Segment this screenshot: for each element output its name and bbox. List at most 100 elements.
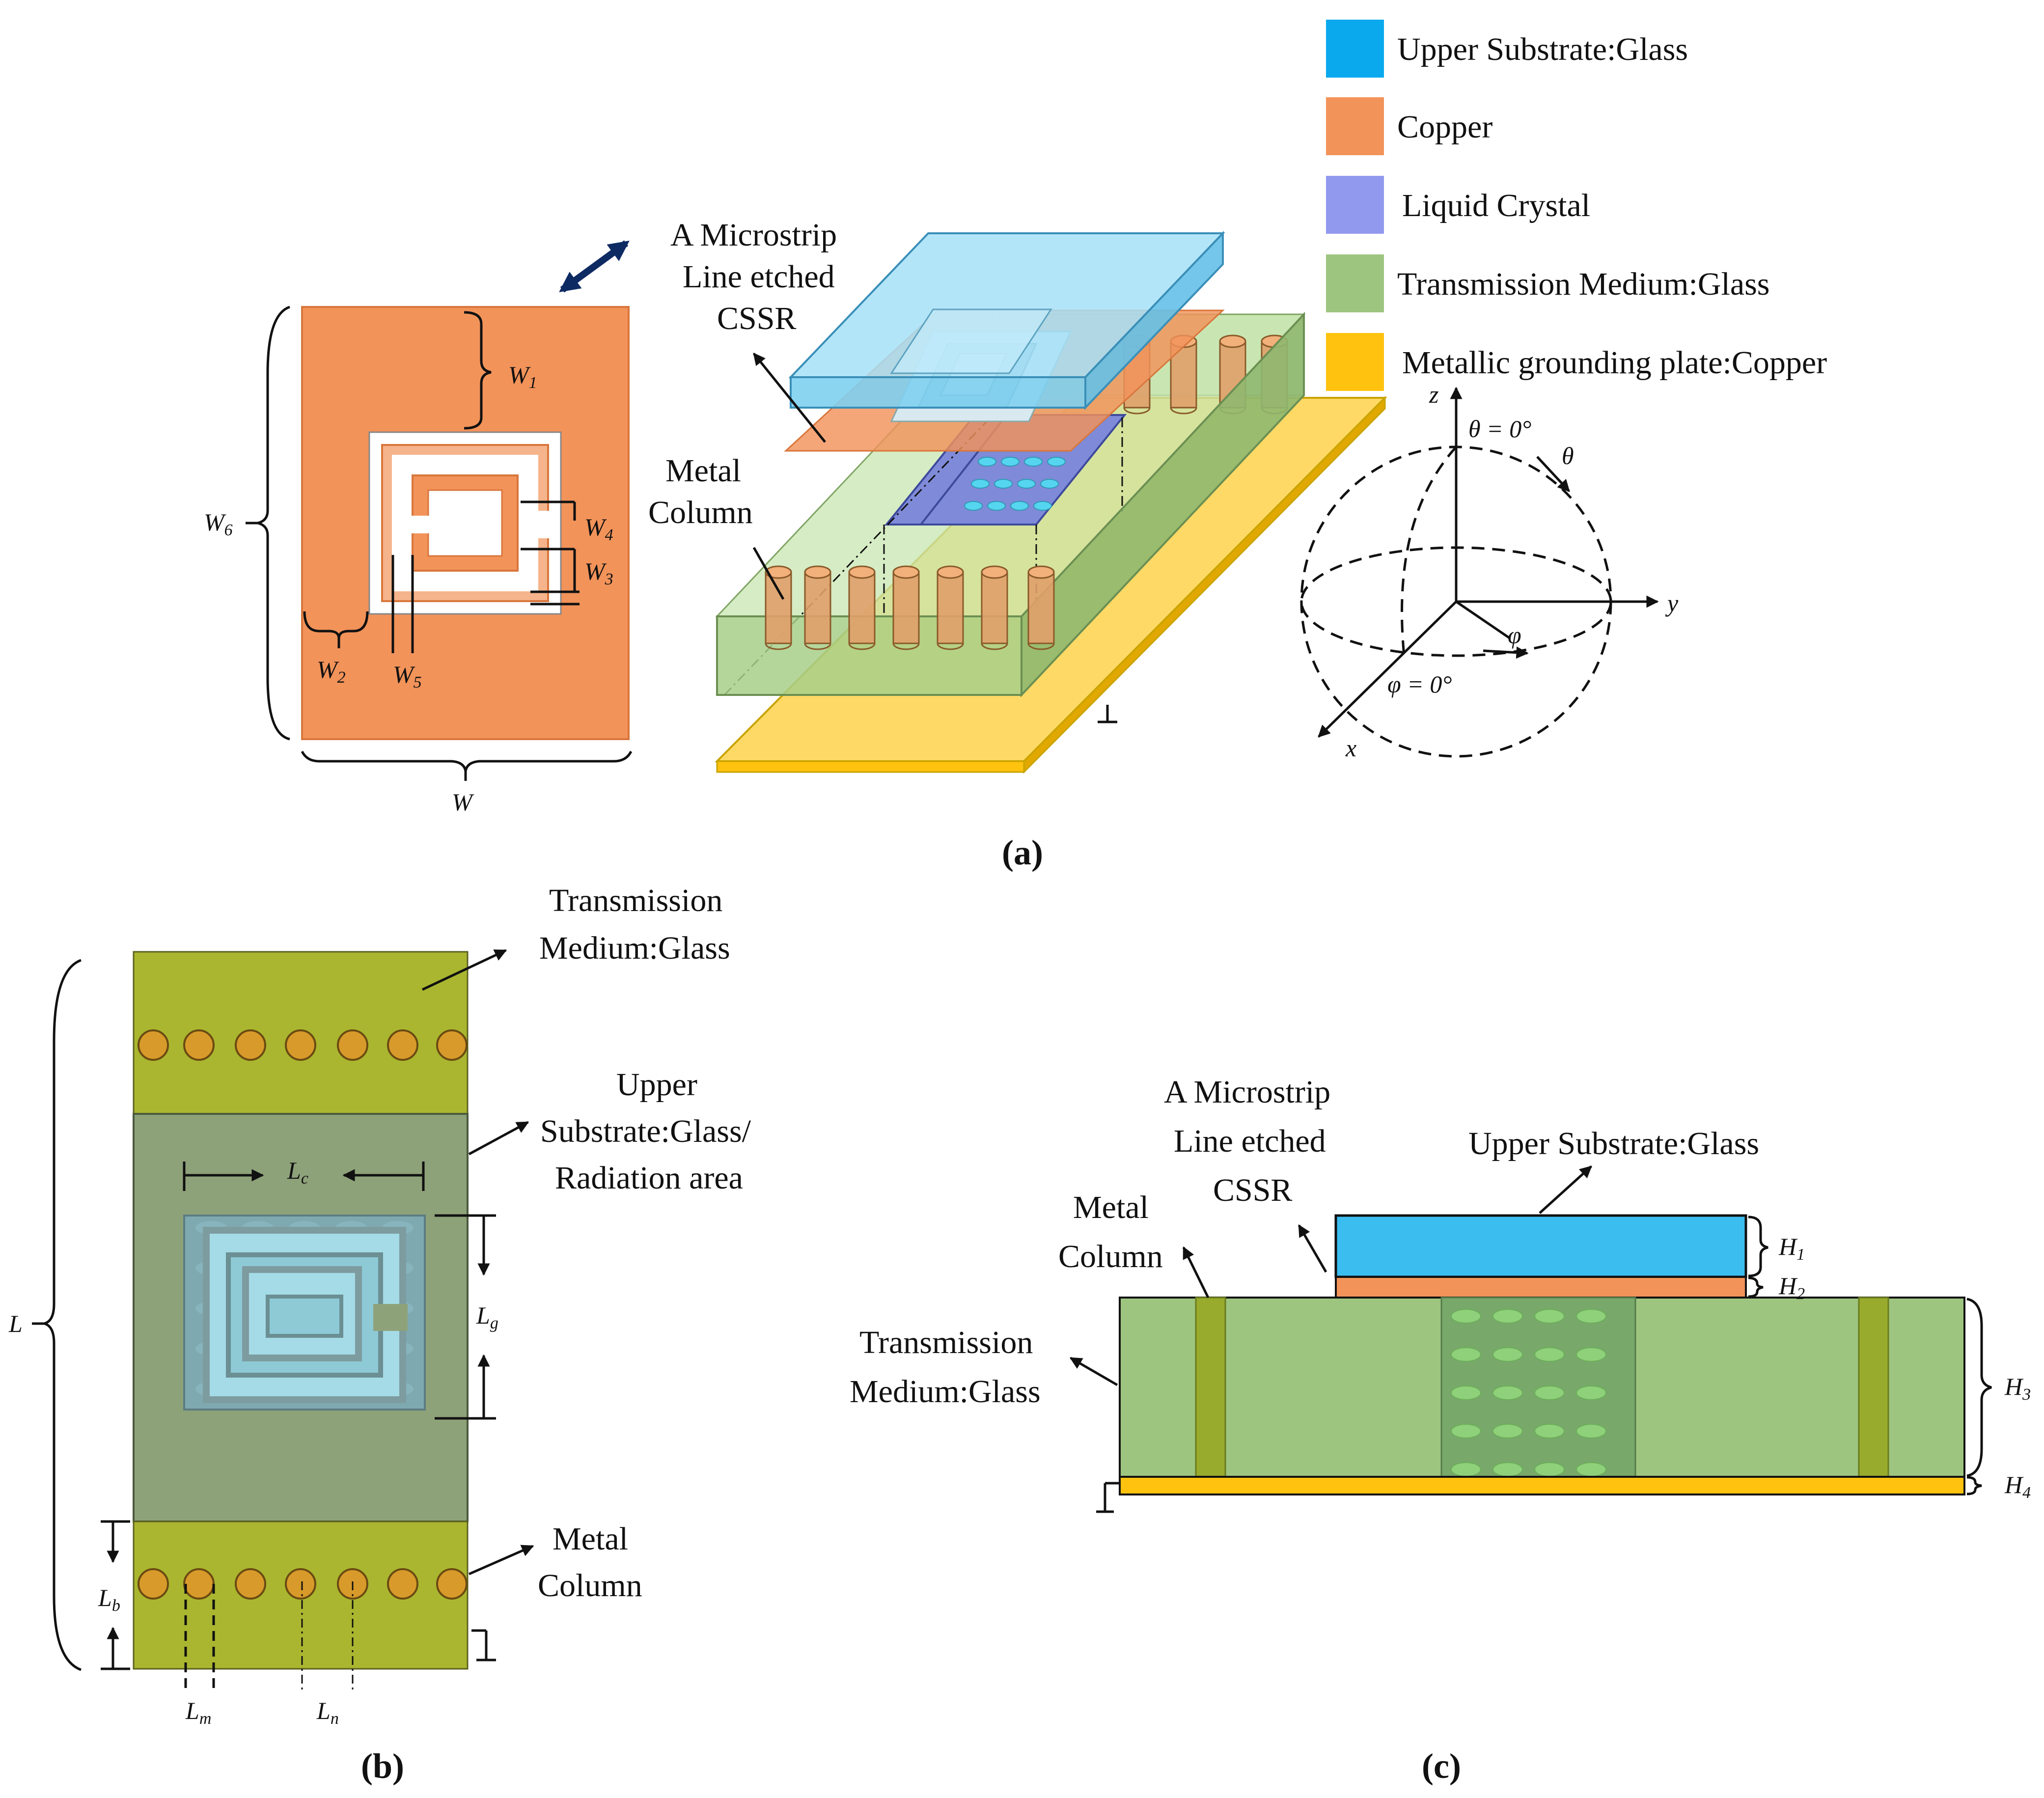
liquid-crystal-molecule (1576, 1385, 1606, 1400)
liquid-crystal-molecule (987, 501, 1006, 511)
legend-label-transmission-medium: Transmission Medium:Glass (1397, 266, 1769, 302)
metal-column-side-left (1195, 1297, 1226, 1478)
microstrip-label-c-1: A Microstrip (1164, 1074, 1330, 1110)
dim-lg: Lg (476, 1301, 498, 1332)
exploded-3d-view: A Microstrip Line etched CSSR Metal Colu… (648, 217, 1387, 774)
metal-column-bottom-row (235, 1568, 266, 1600)
metal-column-front (804, 565, 831, 650)
liquid-crystal-molecule (964, 501, 983, 511)
metal-column-top-row (235, 1029, 266, 1061)
liquid-crystal-molecule (1576, 1309, 1606, 1324)
transmission-label-c-1: Transmission (859, 1325, 1033, 1360)
liquid-crystal-molecule (1576, 1424, 1606, 1438)
panel-b-top-view: L Lc Lg Lb Lm Ln Transmission Medium:Gla… (8, 883, 751, 1728)
liquid-crystal-molecule (1451, 1347, 1481, 1362)
dim-w3: W3 (584, 557, 613, 588)
metal-column-bottom-row (285, 1568, 316, 1600)
upper-label-c: Upper Substrate:Glass (1468, 1126, 1759, 1162)
liquid-crystal-molecule (1451, 1424, 1481, 1438)
metal-column-label-b-2: Column (538, 1568, 642, 1604)
dim-w2: W2 (317, 656, 346, 687)
metal-column-front (848, 565, 876, 650)
metal-column-label-c-1: Metal (1073, 1189, 1149, 1225)
transmission-label-c-2: Medium:Glass (850, 1374, 1041, 1410)
caption-b: (b) (361, 1746, 404, 1786)
caption-a: (a) (1002, 833, 1043, 872)
liquid-crystal-molecule (994, 479, 1013, 489)
microstrip-label-c-3: CSSR (1213, 1172, 1292, 1208)
metal-column-bottom-row (436, 1568, 468, 1600)
liquid-crystal-molecule (1534, 1385, 1565, 1400)
dim-w4: W4 (584, 513, 613, 544)
phi-label: φ (1508, 621, 1521, 649)
liquid-crystal-molecule (1576, 1462, 1606, 1477)
metal-column-label-a-1: Metal (665, 453, 741, 489)
dim-h4: H4 (2004, 1471, 2031, 1502)
legend-label-liquid-crystal: Liquid Crystal (1402, 188, 1590, 223)
liquid-crystal-molecule (1492, 1424, 1523, 1438)
legend: Upper Substrate:Glass Copper Liquid Crys… (1326, 20, 1827, 391)
transmission-label-b-1: Transmission (549, 883, 722, 918)
liquid-crystal-molecule (1033, 501, 1052, 511)
liquid-crystal-molecule (1534, 1462, 1565, 1477)
transmission-label-b-2: Medium:Glass (539, 930, 730, 966)
axis-x: x (1345, 734, 1356, 762)
liquid-crystal-molecule (978, 457, 996, 467)
metal-column-label-c-2: Column (1058, 1239, 1163, 1274)
metal-column-top-row (387, 1029, 418, 1061)
liquid-crystal-molecule (1492, 1385, 1523, 1400)
phi-zero-label: φ = 0° (1387, 670, 1452, 698)
dim-w5: W5 (393, 661, 422, 692)
axis-y: y (1665, 589, 1679, 617)
metal-column-top-row (138, 1029, 169, 1061)
axis-z: z (1429, 381, 1438, 408)
metal-column-label-b-1: Metal (552, 1521, 628, 1557)
zoom-double-arrow (559, 240, 630, 293)
metal-column-top-row (285, 1029, 316, 1061)
legend-label-upper-substrate: Upper Substrate:Glass (1397, 31, 1688, 67)
legend-swatch-ground-plate (1326, 333, 1384, 391)
metal-column-top-row (436, 1029, 468, 1061)
microstrip-label-c-2: Line etched (1174, 1123, 1326, 1159)
copper-layer-side (1335, 1276, 1747, 1299)
dim-h1: H1 (1778, 1233, 1805, 1264)
metal-column-label-a-2: Column (648, 495, 753, 530)
ground-plate-side (1119, 1476, 1965, 1495)
microstrip-label-a-1: A Microstrip (670, 217, 837, 253)
metal-column-side-right (1858, 1297, 1889, 1478)
liquid-crystal-molecule (1451, 1462, 1481, 1477)
unit-cell-top-view: W1 W6 W W2 W5 W4 W3 (204, 240, 633, 816)
panel-c-side-view: H1 H2 H3 H4 A Microstrip Line etched CSS… (850, 1074, 2031, 1513)
liquid-crystal-molecule (1010, 501, 1029, 511)
coordinate-sphere: z y x θ = 0° θ φ φ = 0° (1300, 381, 1679, 762)
metal-column-bottom-row (387, 1568, 418, 1600)
liquid-crystal-molecule (1534, 1424, 1565, 1438)
legend-swatch-upper-substrate (1326, 20, 1384, 78)
legend-swatch-copper (1326, 97, 1384, 155)
dim-h2: H2 (1778, 1272, 1805, 1303)
dim-ln: Ln (316, 1697, 339, 1728)
dim-l: L (8, 1310, 23, 1337)
liquid-crystal-molecule (971, 479, 990, 489)
legend-swatch-liquid-crystal (1326, 176, 1384, 234)
liquid-crystal-molecule (1576, 1347, 1606, 1362)
dim-lm: Lm (185, 1697, 211, 1728)
liquid-crystal-molecule (1451, 1309, 1481, 1324)
metal-column-front (765, 565, 792, 650)
metal-column-top-row (337, 1029, 368, 1061)
liquid-crystal-molecule (1040, 479, 1059, 489)
upper-label-b-1: Upper (616, 1067, 697, 1103)
liquid-crystal-molecule (1024, 457, 1043, 467)
liquid-crystal-molecule (1534, 1309, 1565, 1324)
metal-column-top-row (183, 1029, 215, 1061)
dim-lc: Lc (287, 1157, 308, 1188)
theta-zero-label: θ = 0° (1468, 415, 1531, 443)
microstrip-label-a-3: CSSR (717, 301, 796, 336)
upper-substrate-side (1334, 1214, 1747, 1278)
metal-column-front (892, 565, 920, 650)
metal-column-front (1027, 565, 1055, 650)
dim-h3: H3 (2004, 1373, 2031, 1404)
metal-column-bottom-row (183, 1568, 215, 1600)
upper-label-b-2: Substrate:Glass/ (540, 1113, 751, 1149)
